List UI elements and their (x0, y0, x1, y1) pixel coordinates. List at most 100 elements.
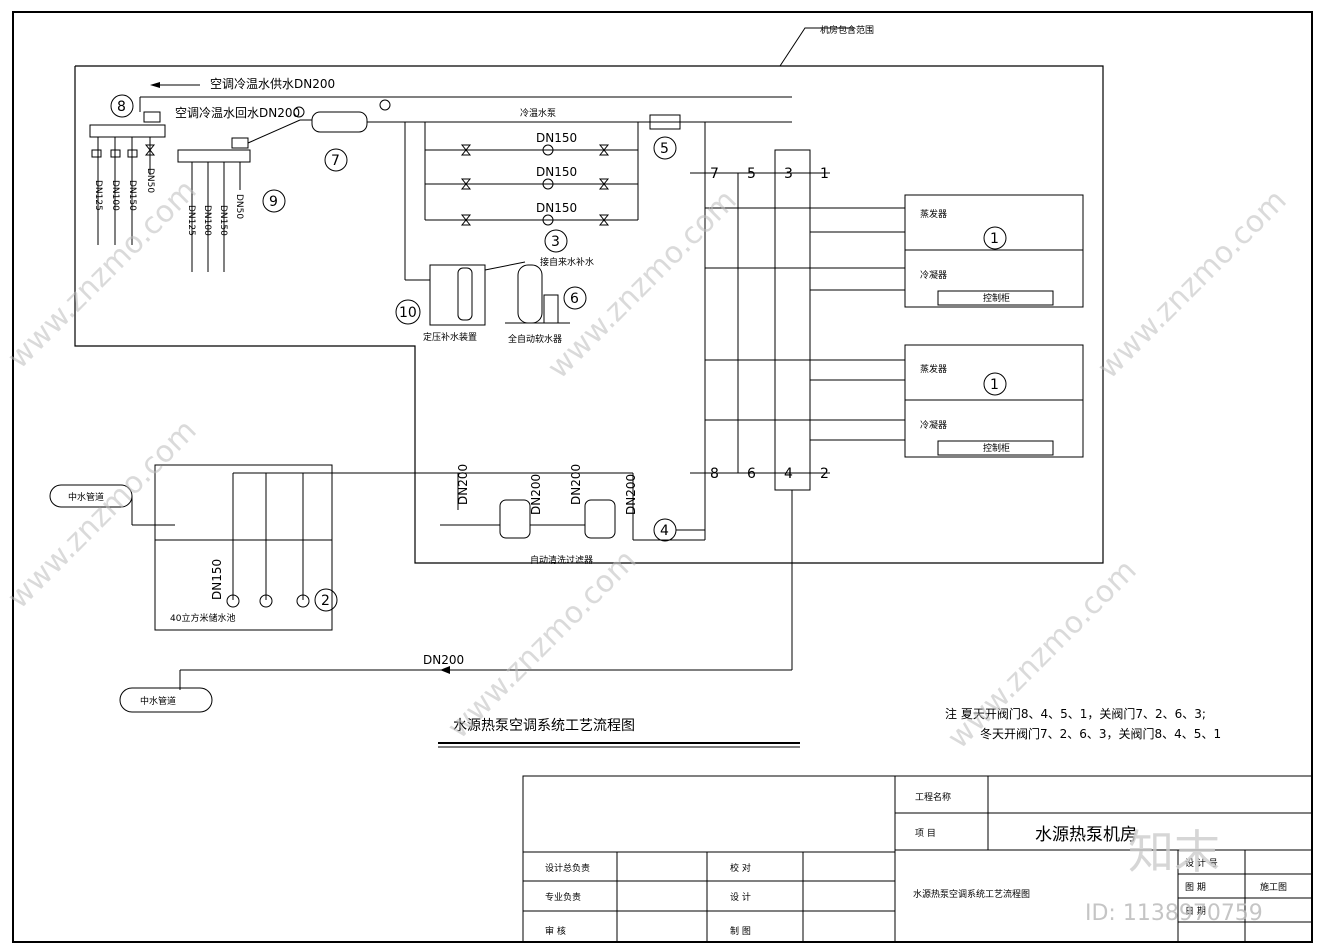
watermark-text: www.znzmo.com (1, 413, 204, 616)
flow-arrow-icon (150, 82, 160, 88)
marker-1 (983, 226, 1007, 250)
control-cabinet-label: 控制柜 (983, 442, 1010, 454)
well-pump-icon (226, 594, 240, 608)
supply-branch-label: DN50 (145, 168, 155, 193)
marker-9 (262, 189, 286, 213)
pressure-unit-label: 定压补水装置 (423, 331, 477, 343)
valve-number: 7 (710, 166, 719, 182)
valve-icon (144, 144, 156, 156)
separator-vessel (311, 111, 368, 133)
pressure-unit (429, 264, 486, 326)
valve-icon (110, 149, 121, 158)
softener-label: 全自动软水器 (508, 333, 562, 345)
pump-icon (542, 144, 554, 156)
condenser-label: 冷凝器 (920, 419, 947, 431)
marker-10 (395, 299, 421, 325)
middle-pipe-out (119, 687, 213, 713)
supply-branch-label: DN150 (127, 180, 137, 211)
supply-branch-label: DN125 (93, 180, 103, 211)
flow-arrow-icon (440, 666, 450, 674)
supply-branch-label: DN100 (110, 180, 120, 211)
gauge-icon (379, 99, 391, 111)
project-name-label: 工程名称 (915, 791, 951, 803)
return-pipe-label: 空调冷温水回水DN200 (175, 106, 300, 120)
valve-icon (460, 178, 472, 190)
middle-pipe-in-label: 中水管道 (68, 491, 104, 503)
watermark-text: www.znzmo.com (1091, 183, 1294, 386)
filter-dn-label: DN200 (624, 474, 638, 515)
machine-room-boundary (74, 65, 1104, 564)
valve-number: 8 (710, 466, 719, 482)
middle-pipe-out-label: 中水管道 (140, 695, 176, 707)
valve-number: 2 (820, 466, 829, 482)
well-pump-icon (296, 594, 310, 608)
condenser-label: 冷凝器 (920, 269, 947, 281)
pump-icon (542, 178, 554, 190)
control-cabinet (937, 440, 1054, 456)
drawing-date-label: 图 期 (1185, 882, 1206, 893)
marker-5-label: 5 (660, 141, 669, 157)
return-gauge-icon (231, 137, 249, 149)
valve-number: 1 (820, 166, 829, 182)
control-cabinet (937, 290, 1054, 306)
row-mid-label: 设 计 (730, 891, 751, 903)
well-pump-icon (259, 594, 273, 608)
gauge-icon (293, 106, 305, 118)
marker-4-label: 4 (660, 523, 669, 539)
note-line-2: 冬天开阀门7、2、6、3，关阀门8、4、5、1 (980, 726, 1221, 741)
softener-brine-tank (543, 294, 559, 324)
evaporator-label: 蒸发器 (920, 208, 947, 220)
return-branch-label: DN125 (186, 205, 196, 236)
watermark-text: www.znzmo.com (441, 543, 644, 746)
row-mid-label: 制 图 (730, 925, 751, 937)
control-cabinet-label: 控制柜 (983, 292, 1010, 304)
marker-2-label: 2 (321, 593, 330, 609)
marker-10-label: 10 (399, 305, 417, 321)
evaporator-label: 蒸发器 (920, 363, 947, 375)
diagram-title: 水源热泵空调系统工艺流程图 (453, 718, 635, 734)
marker-8-label: 8 (117, 99, 126, 115)
heat-pump-unit: 蒸发器 冷凝器 控制柜 1 (904, 194, 1084, 308)
filter-dn-label: DN200 (456, 464, 470, 505)
softener-tank (517, 264, 543, 324)
valve-icon (598, 144, 610, 156)
drawing-date-value: 施工图 (1260, 881, 1287, 893)
pump-dn-label: DN150 (536, 131, 577, 145)
marker-3 (544, 229, 568, 253)
filter-label: 自动清洗过滤器 (530, 554, 593, 566)
marker-3-label: 3 (551, 234, 560, 250)
valve-icon (127, 149, 138, 158)
well-pump-dn-label: DN150 (210, 559, 224, 600)
boundary-leader (779, 27, 855, 67)
return-collector (177, 149, 251, 163)
drain-dn-label: DN200 (423, 653, 464, 667)
marker-5 (653, 136, 677, 160)
design-no-label: 设 计 号 (1185, 857, 1218, 869)
item-label: 项 目 (915, 828, 936, 839)
filter-dn-label: DN200 (529, 474, 543, 515)
title-block (522, 775, 1313, 943)
valve-number: 3 (784, 166, 793, 182)
heat-pump-unit: 蒸发器 冷凝器 控制柜 1 (904, 344, 1084, 458)
supply-pipe-label: 空调冷温水供水DN200 (210, 77, 335, 91)
valve-icon (460, 144, 472, 156)
supply-gauge-icon (143, 111, 161, 123)
note-line-1: 注 夏天开阀门8、4、5、1，关阀门7、2、6、3; (945, 706, 1206, 721)
valve-number: 6 (747, 466, 756, 482)
marker-8 (110, 94, 134, 118)
return-branch-label: DN50 (234, 194, 244, 219)
date-label: 日 期 (1185, 906, 1206, 917)
valve-icon (598, 214, 610, 226)
pump-icon (542, 214, 554, 226)
pump-dn-label: DN150 (536, 165, 577, 179)
marker-6-label: 6 (570, 291, 579, 307)
marker-1-label: 1 (990, 231, 999, 247)
pump-row: DN150 (425, 201, 638, 226)
marker-1 (983, 372, 1007, 396)
return-branch-label: DN150 (218, 205, 228, 236)
row-left-label: 审 核 (545, 925, 566, 937)
pump-group-label: 冷温水泵 (520, 107, 556, 119)
row-left-label: 设计总负责 (545, 862, 590, 874)
filter-dn-label: DN200 (569, 464, 583, 505)
